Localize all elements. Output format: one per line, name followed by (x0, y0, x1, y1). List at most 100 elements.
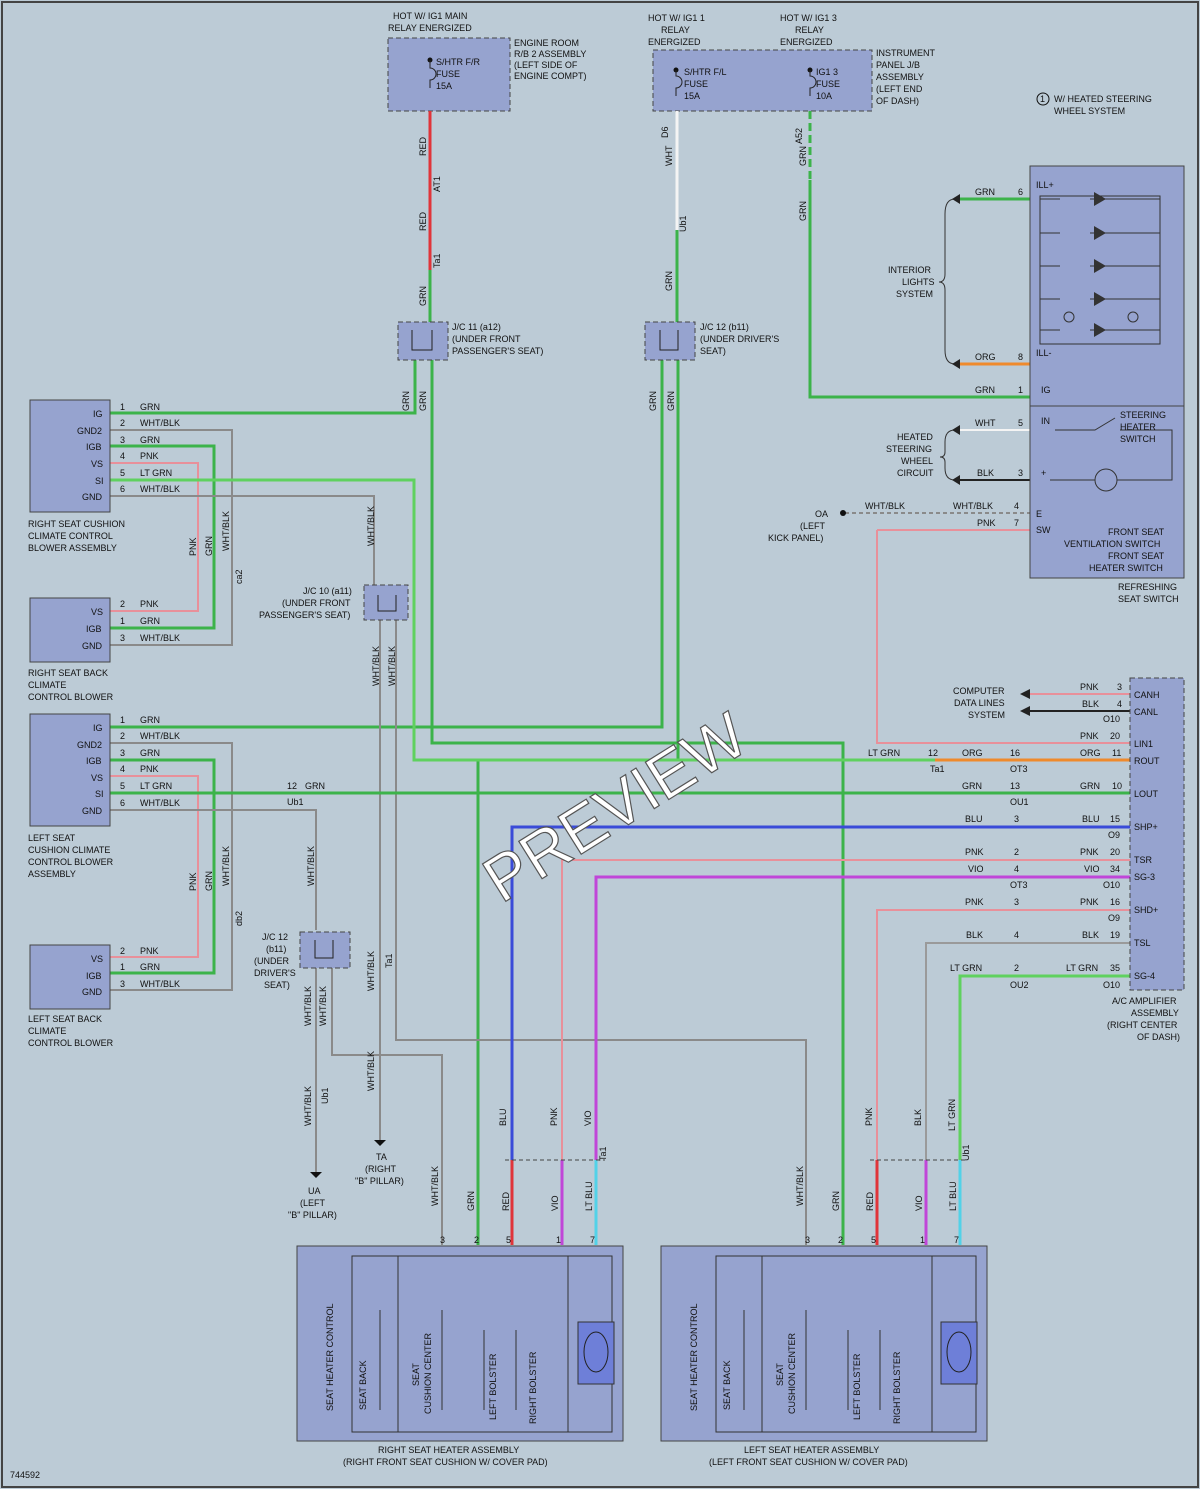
wire-grn-lsc-igb (110, 758, 216, 975)
rheat-name-2: (RIGHT FRONT SEAT CUSHION W/ COVER PAD) (343, 1457, 548, 1467)
led-traces (1040, 198, 1160, 331)
wire-grn-switch-ig (808, 180, 1030, 399)
pin-lsc-4: 4 (120, 764, 125, 774)
wire-pnk-shd (876, 909, 1130, 1245)
amp-pin-lin1: LIN1 (1134, 739, 1153, 749)
lbl-l-pnk: PNK (864, 1107, 874, 1126)
tag-o10-c: O10 (1103, 980, 1120, 990)
rheat-part-control: SEAT HEATER CONTROL (325, 1303, 335, 1411)
lbl-wht: WHT (664, 145, 674, 166)
pin-amp-4: 4 (1117, 699, 1122, 709)
pin-rsc-4: 4 (120, 451, 125, 461)
pin-ub1-12: 12 (287, 781, 297, 791)
lheat-sensor-icon (940, 1321, 978, 1385)
lbl-ltgrn-ta1: LT GRN (868, 748, 900, 758)
rsb-name-3: CONTROL BLOWER (28, 692, 114, 702)
pin-lh-1: 1 (920, 1235, 925, 1245)
switch-name-2: SEAT SWITCH (1118, 594, 1179, 604)
amp-name-2: ASSEMBLY (1131, 1008, 1179, 1018)
tag-ta1-rheat: Ta1 (598, 1146, 608, 1161)
ground-ua-icon (310, 1172, 322, 1178)
system-references: INTERIOR LIGHTS SYSTEM HEATED STEERING W… (886, 194, 1030, 720)
lbl-rh-ltblu: LT BLU (584, 1181, 594, 1211)
pin-rsb-3: 3 (120, 633, 125, 643)
amp-pin-rout: ROUT (1134, 756, 1160, 766)
tag-ta1-ta: Ta1 (384, 953, 394, 968)
lbl-grn-2: GRN (664, 271, 674, 291)
main-relay-hot-label-2: RELAY ENERGIZED (388, 23, 472, 33)
switch-pin-in: IN (1041, 416, 1050, 426)
tag-ub1-mid: Ub1 (287, 797, 304, 807)
lbl-ltgrn-sg4-1: LT GRN (950, 963, 982, 973)
jc12-bottom-box (299, 931, 351, 969)
wires (110, 111, 1130, 1245)
wire-whtblk-lsc-gnd2 (110, 742, 233, 991)
pin-lh-5: 5 (871, 1235, 876, 1245)
pin-lsb-3: 3 (120, 979, 125, 989)
lbl-lh-vio: VIO (914, 1195, 924, 1211)
right-seat-heater-assembly: SEAT HEATER CONTROL SEAT BACK SEAT CUSHI… (296, 1245, 624, 1467)
lbl-grn-jc11b: GRN (418, 391, 428, 411)
jc12-top-label-1: J/C 12 (b11) (700, 322, 749, 332)
lsb-name-2: CLIMATE (28, 1026, 66, 1036)
ipjb-desc-1: INSTRUMENT (876, 48, 935, 58)
wire-pnk-rsc-vs (110, 462, 199, 612)
ground-ta-label-2: (RIGHT (365, 1164, 396, 1174)
pin-rh-7: 7 (590, 1235, 595, 1245)
rsc-pin-gnd2: GND2 (77, 426, 102, 436)
heated-label-2: STEERING (886, 444, 932, 454)
switch-pin-sw: SW (1036, 525, 1051, 535)
junction-jc12-top: J/C 12 (b11) (UNDER DRIVER'S SEAT) (644, 321, 779, 361)
jc11-box (397, 321, 449, 361)
lbl-r-blu: BLU (498, 1108, 508, 1126)
lbl-org-2: ORG (1080, 748, 1101, 758)
jc10-label-1: J/C 10 (a11) (303, 586, 352, 596)
pin-sw-1: 1 (1018, 385, 1023, 395)
pin-rsc-6: 6 (120, 484, 125, 494)
lbl-pnk-shd-1: PNK (965, 897, 984, 907)
rsb-box (29, 597, 111, 663)
rsc-pin-si: SI (95, 476, 104, 486)
lsb-pin-vs: VS (91, 954, 103, 964)
switch-box (1029, 165, 1185, 579)
tag-ou1: OU1 (1010, 797, 1029, 807)
led-icon (1094, 192, 1106, 337)
lheat-thermistor-icon (946, 1331, 972, 1373)
fuse-sthtr-fl-label-2: FUSE (684, 79, 708, 89)
lbl-ca2-grn: GRN (204, 536, 214, 556)
interior-bracket (938, 198, 956, 365)
note-text: W/ HEATED STEERING (1054, 94, 1152, 104)
rsc-name-2: CLIMATE CONTROL (28, 531, 113, 541)
note-circle (1036, 92, 1050, 106)
lbl-rsc-3: GRN (140, 435, 160, 445)
rheat-part-right: RIGHT BOLSTER (528, 1351, 538, 1424)
heated-label-3: WHEEL (901, 456, 933, 466)
lbl-pnk-tsr-1: PNK (965, 847, 984, 857)
lbl-rh-red: RED (501, 1191, 511, 1211)
pin-amp-19: 19 (1110, 930, 1120, 940)
jc12-bottom-label-3: (UNDER (254, 956, 289, 966)
lheat-part-back: SEAT BACK (722, 1360, 732, 1410)
lbl-pnk-sw: PNK (977, 518, 996, 528)
ig11-hot-label-2: RELAY (661, 25, 690, 35)
rheat-thermistor-icon (583, 1331, 609, 1373)
pin-amp-20a: 20 (1110, 731, 1120, 741)
pin-rh-3: 3 (440, 1235, 445, 1245)
lheat-box (660, 1245, 988, 1442)
lbl-rsb-1: PNK (140, 599, 159, 609)
wire-whtblk-rsc-gnd (110, 495, 375, 585)
pin-numbers: 1 2 3 4 5 6 2 1 3 1 2 3 4 5 6 12 2 1 3 6… (120, 187, 1122, 1245)
pin-rsc-2: 2 (120, 418, 125, 428)
amp-pin-tsl: TSL (1134, 938, 1151, 948)
indicator-trace (1050, 458, 1173, 481)
pin-o9-3: 3 (1014, 814, 1019, 824)
fuse-sthtr-fr-label-2: FUSE (436, 69, 460, 79)
lbl-grn-jc12a: GRN (648, 391, 658, 411)
pin-sw-6: 6 (1018, 187, 1023, 197)
lbl-lsc-5: LT GRN (140, 781, 172, 791)
amp-pin-sg4: SG-4 (1134, 971, 1155, 981)
instrument-panel-jb-block: HOT W/ IG1 1 RELAY ENERGIZED HOT W/ IG1 … (648, 13, 935, 112)
lbl-db2-whtblk: WHT/BLK (221, 846, 231, 886)
rb2-desc-3: (LEFT SIDE OF (514, 60, 578, 70)
